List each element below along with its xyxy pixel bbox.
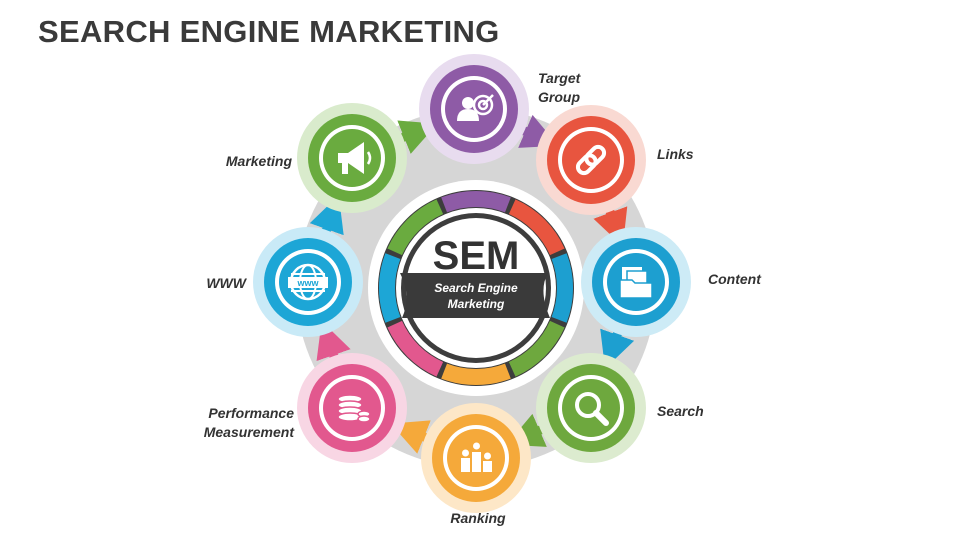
- magnifier-icon: [575, 392, 609, 426]
- hub-segment-target-group: [441, 190, 511, 213]
- label-content: Content: [708, 271, 761, 287]
- www-globe-icon: www: [288, 263, 328, 301]
- hub-segment-performance-measurement: [387, 320, 444, 377]
- hub-segment-content: [551, 253, 574, 323]
- documents-folder-icon: [619, 267, 653, 299]
- hub-ribbon: [400, 273, 550, 318]
- node-icon-disc: [562, 131, 620, 189]
- hub-segment-www: [378, 253, 401, 323]
- hub-segment-search: [508, 320, 565, 377]
- hub-subtitle-line1: Search Engine: [434, 281, 518, 295]
- label-performance-measurement: Performance Measurement: [188, 404, 294, 442]
- node-icons: www: [288, 94, 653, 472]
- node-search: [536, 353, 646, 463]
- center-hub: SEM Search Engine Marketing: [368, 180, 584, 396]
- hub-abbreviation: SEM: [433, 234, 520, 278]
- hub-segment-links: [508, 199, 565, 256]
- coins-database-icon: [337, 394, 371, 423]
- hub-color-ring: [378, 190, 574, 386]
- hub-segment-marketing: [387, 199, 444, 256]
- ranking-podium-icon: [461, 442, 492, 472]
- node-icon-disc: [562, 379, 620, 437]
- node-links: [536, 105, 646, 215]
- svg-text:www: www: [296, 278, 319, 288]
- label-performance-line1: Performance: [208, 405, 294, 421]
- chain-link-icon: [575, 144, 607, 176]
- label-performance-line2: Measurement: [203, 424, 294, 440]
- label-ranking: Ranking: [450, 510, 506, 526]
- label-marketing: Marketing: [225, 153, 292, 169]
- hub-subtitle-line2: Marketing: [448, 297, 505, 311]
- label-target-group-line1: Target: [538, 70, 581, 86]
- label-target-group: Target Group: [538, 69, 580, 107]
- hub-segment-ranking: [441, 363, 511, 386]
- label-search: Search: [657, 403, 704, 419]
- label-www: WWW: [206, 275, 246, 291]
- megaphone-icon: [338, 142, 372, 174]
- label-target-group-line2: Group: [538, 89, 580, 105]
- label-links: Links: [657, 146, 694, 162]
- target-audience-icon: [457, 94, 494, 121]
- slide-title: SEARCH ENGINE MARKETING: [38, 14, 500, 49]
